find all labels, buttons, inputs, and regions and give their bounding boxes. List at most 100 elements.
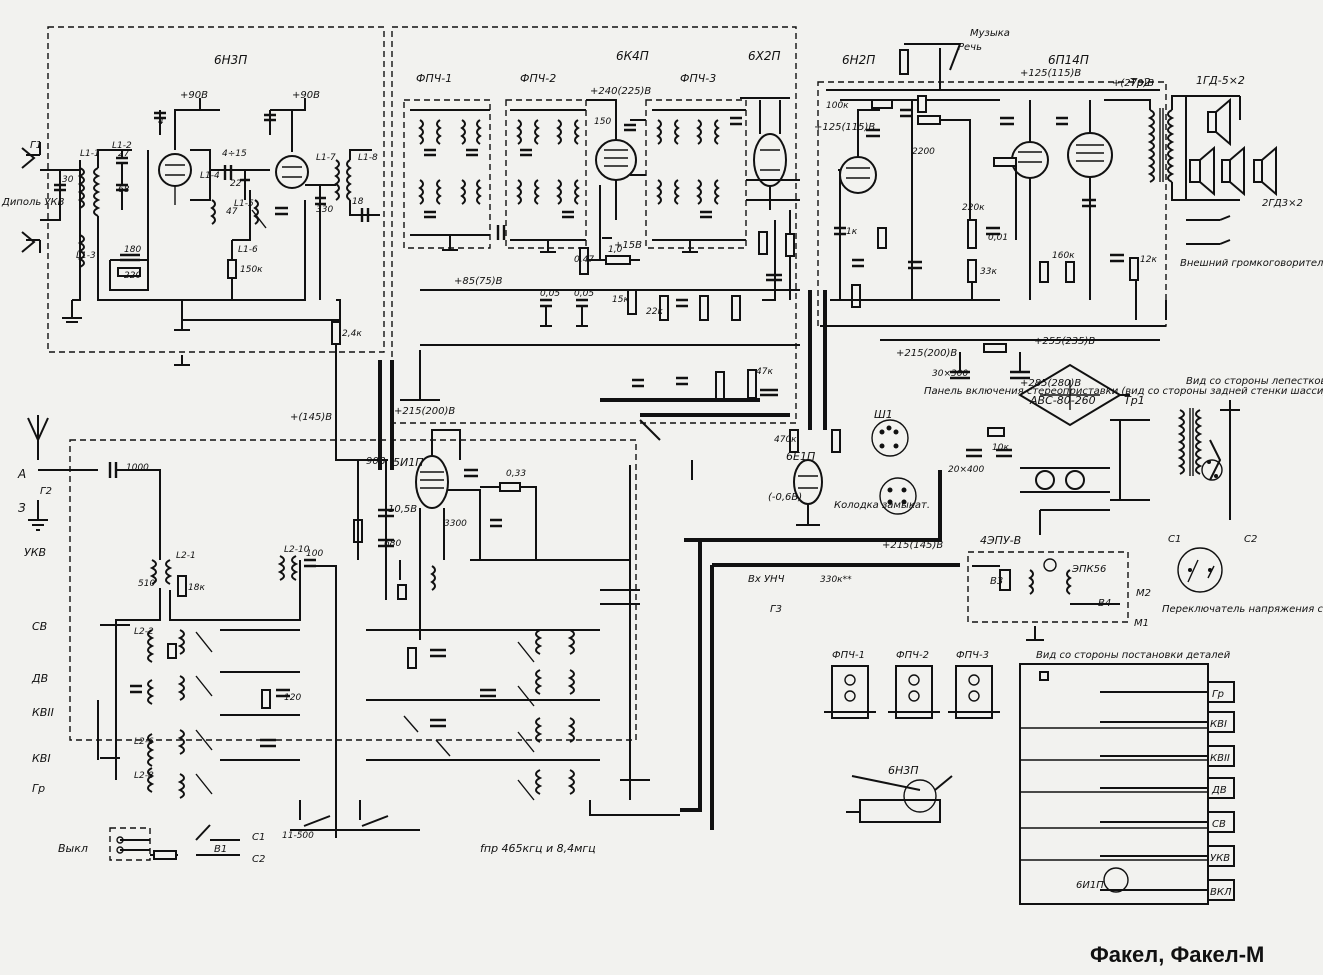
val-30: 30 bbox=[62, 175, 74, 185]
val-510: 510 bbox=[138, 579, 155, 589]
parts-view-label: Вид со стороны постановки деталей bbox=[1036, 650, 1231, 661]
if-section bbox=[331, 97, 800, 461]
val-150: 150 bbox=[594, 117, 611, 127]
val-330: 330 bbox=[316, 205, 333, 215]
val-22k: 22к bbox=[646, 307, 663, 317]
sw-ukv: УКВ bbox=[1210, 853, 1230, 864]
val-4a: 4 bbox=[158, 117, 164, 127]
band-kv2: КВII bbox=[32, 706, 54, 719]
m2-label: М2 bbox=[1136, 588, 1151, 599]
coil-l16: L1-6 bbox=[238, 245, 258, 255]
val-680: 680 bbox=[384, 539, 401, 549]
val-3300: 3300 bbox=[444, 519, 467, 529]
v-125: +125(115)В bbox=[1020, 68, 1081, 79]
sw-kv2: КВII bbox=[1210, 753, 1230, 764]
v-06: (-0,6В) bbox=[768, 492, 802, 503]
bus-lines bbox=[378, 290, 960, 830]
music-label: Музыка bbox=[970, 28, 1010, 39]
tube-5i1p-label: 5И1П bbox=[393, 456, 424, 469]
coil-l26: L2-6 bbox=[134, 737, 154, 747]
val-220: 220 bbox=[124, 271, 141, 281]
val-470k: 470к bbox=[774, 435, 797, 445]
filter-module-views bbox=[824, 665, 1000, 823]
v-90a: +90В bbox=[180, 90, 208, 101]
val-033: 0,33 bbox=[506, 469, 526, 479]
v-215b: +215(200)В bbox=[896, 348, 957, 359]
epk-label: ЭПК56 bbox=[1071, 564, 1106, 575]
fpr-label: fпр 465кгц и 8,4мгц bbox=[480, 842, 596, 855]
coil-l17: L1-7 bbox=[316, 153, 336, 163]
stereo-panel-text: Панель включения стереоприставки (вид со… bbox=[924, 386, 1323, 397]
val-100: 100 bbox=[306, 549, 323, 559]
v-90c: 90В bbox=[366, 456, 386, 467]
switch-board bbox=[1019, 663, 1235, 905]
speech-label: Речь bbox=[958, 42, 982, 53]
fpch2-label: ФПЧ-2 bbox=[520, 72, 556, 85]
tube-6x2p-label: 6Х2П bbox=[748, 49, 781, 63]
val-10: 1,0 bbox=[608, 245, 623, 255]
v3-label: В3 bbox=[990, 576, 1003, 587]
v-255: +255(235)В bbox=[1034, 336, 1095, 347]
val-68: 68 bbox=[118, 185, 130, 195]
val-160k: 160к bbox=[1052, 251, 1075, 261]
val-30x300: 30×300 bbox=[932, 369, 968, 379]
stereo-panel-label: Панель включения стереоприставки (вид со… bbox=[924, 386, 1323, 397]
off-label: Выкл bbox=[58, 842, 88, 855]
val-4-15: 4÷15 bbox=[222, 149, 247, 159]
val-180: 180 bbox=[124, 245, 141, 255]
labels: 6Н3П 6К4П 6Х2П 6Н2П 6П14П 5И1П 6Е1П 6Н3П… bbox=[1, 28, 1323, 898]
v-105: 10,5В bbox=[388, 504, 417, 515]
tube-6n3p-label: 6Н3П bbox=[214, 53, 247, 67]
tr2-label: Тр2 bbox=[1130, 76, 1151, 89]
fpch1-outline bbox=[403, 99, 491, 249]
fpch3-label: ФПЧ-3 bbox=[680, 72, 716, 85]
coil-l12: L1-2 bbox=[112, 141, 132, 151]
ant-z-label: З bbox=[18, 501, 26, 515]
val-10k: 10к bbox=[992, 443, 1009, 453]
v-215c: +215(145)В bbox=[882, 540, 943, 551]
coil-l28: L2-8 bbox=[134, 771, 154, 781]
rect-label: АВС-80-260 bbox=[1029, 394, 1096, 407]
g1-label: Г1 bbox=[30, 140, 42, 151]
rf-block-outline bbox=[47, 26, 385, 353]
coil-l18: L1-8 bbox=[358, 153, 378, 163]
val-2200: 2200 bbox=[912, 147, 935, 157]
page-title: Факел, Факел-М bbox=[1090, 942, 1264, 967]
sw-sv: СВ bbox=[1212, 819, 1226, 830]
coil-l11: L1-1 bbox=[80, 149, 100, 159]
c2-label: С2 bbox=[252, 854, 265, 865]
if-block-outline bbox=[391, 26, 797, 424]
val-330k: 330к** bbox=[820, 575, 852, 585]
val-11-500: 11-500 bbox=[282, 831, 314, 841]
v-85: +85(75)В bbox=[454, 276, 503, 287]
v-285: +285(280)В bbox=[1020, 378, 1081, 389]
val-047: 0,47 bbox=[574, 255, 594, 265]
af-block-outline bbox=[817, 81, 1167, 327]
val-22: 22 bbox=[230, 179, 242, 189]
val-005b: 0,05 bbox=[574, 289, 594, 299]
fpch1-view-label: ФПЧ-1 bbox=[832, 650, 865, 661]
v-145: +(145)В bbox=[290, 412, 332, 423]
val-33k: 33к bbox=[980, 267, 997, 277]
ext-speaker-label: Внешний громкоговоритель bbox=[1180, 258, 1323, 269]
coil-l210: L2-10 bbox=[284, 545, 310, 555]
band-switch-outline bbox=[69, 439, 637, 741]
v-240: +240(225)В bbox=[590, 86, 651, 97]
val-24k: 2,4к bbox=[342, 329, 362, 339]
tube-6p14p-label: 6П14П bbox=[1048, 53, 1089, 67]
kolodka-label: Колодка замыкат. bbox=[834, 500, 930, 511]
fpch3-view-label: ФПЧ-3 bbox=[956, 650, 989, 661]
g3-label: Г3 bbox=[770, 604, 782, 615]
val-47k: 47к bbox=[756, 367, 773, 377]
tube-6n2p-label: 6Н2П bbox=[842, 53, 875, 67]
v-158: +15В bbox=[614, 240, 642, 251]
val-18k: 18к bbox=[188, 583, 205, 593]
val-18: 18 bbox=[352, 197, 364, 207]
val-20x400: 20×400 bbox=[948, 465, 984, 475]
v-215: +215(200)В bbox=[394, 406, 455, 417]
ukv-label: УКВ bbox=[24, 546, 46, 559]
v4-label: В4 bbox=[1098, 598, 1111, 609]
socket-6n3p-label: 6Н3П bbox=[888, 764, 919, 777]
fpch1-label: ФПЧ-1 bbox=[416, 72, 452, 85]
speaker2-label: 2ГД3×2 bbox=[1262, 198, 1303, 209]
